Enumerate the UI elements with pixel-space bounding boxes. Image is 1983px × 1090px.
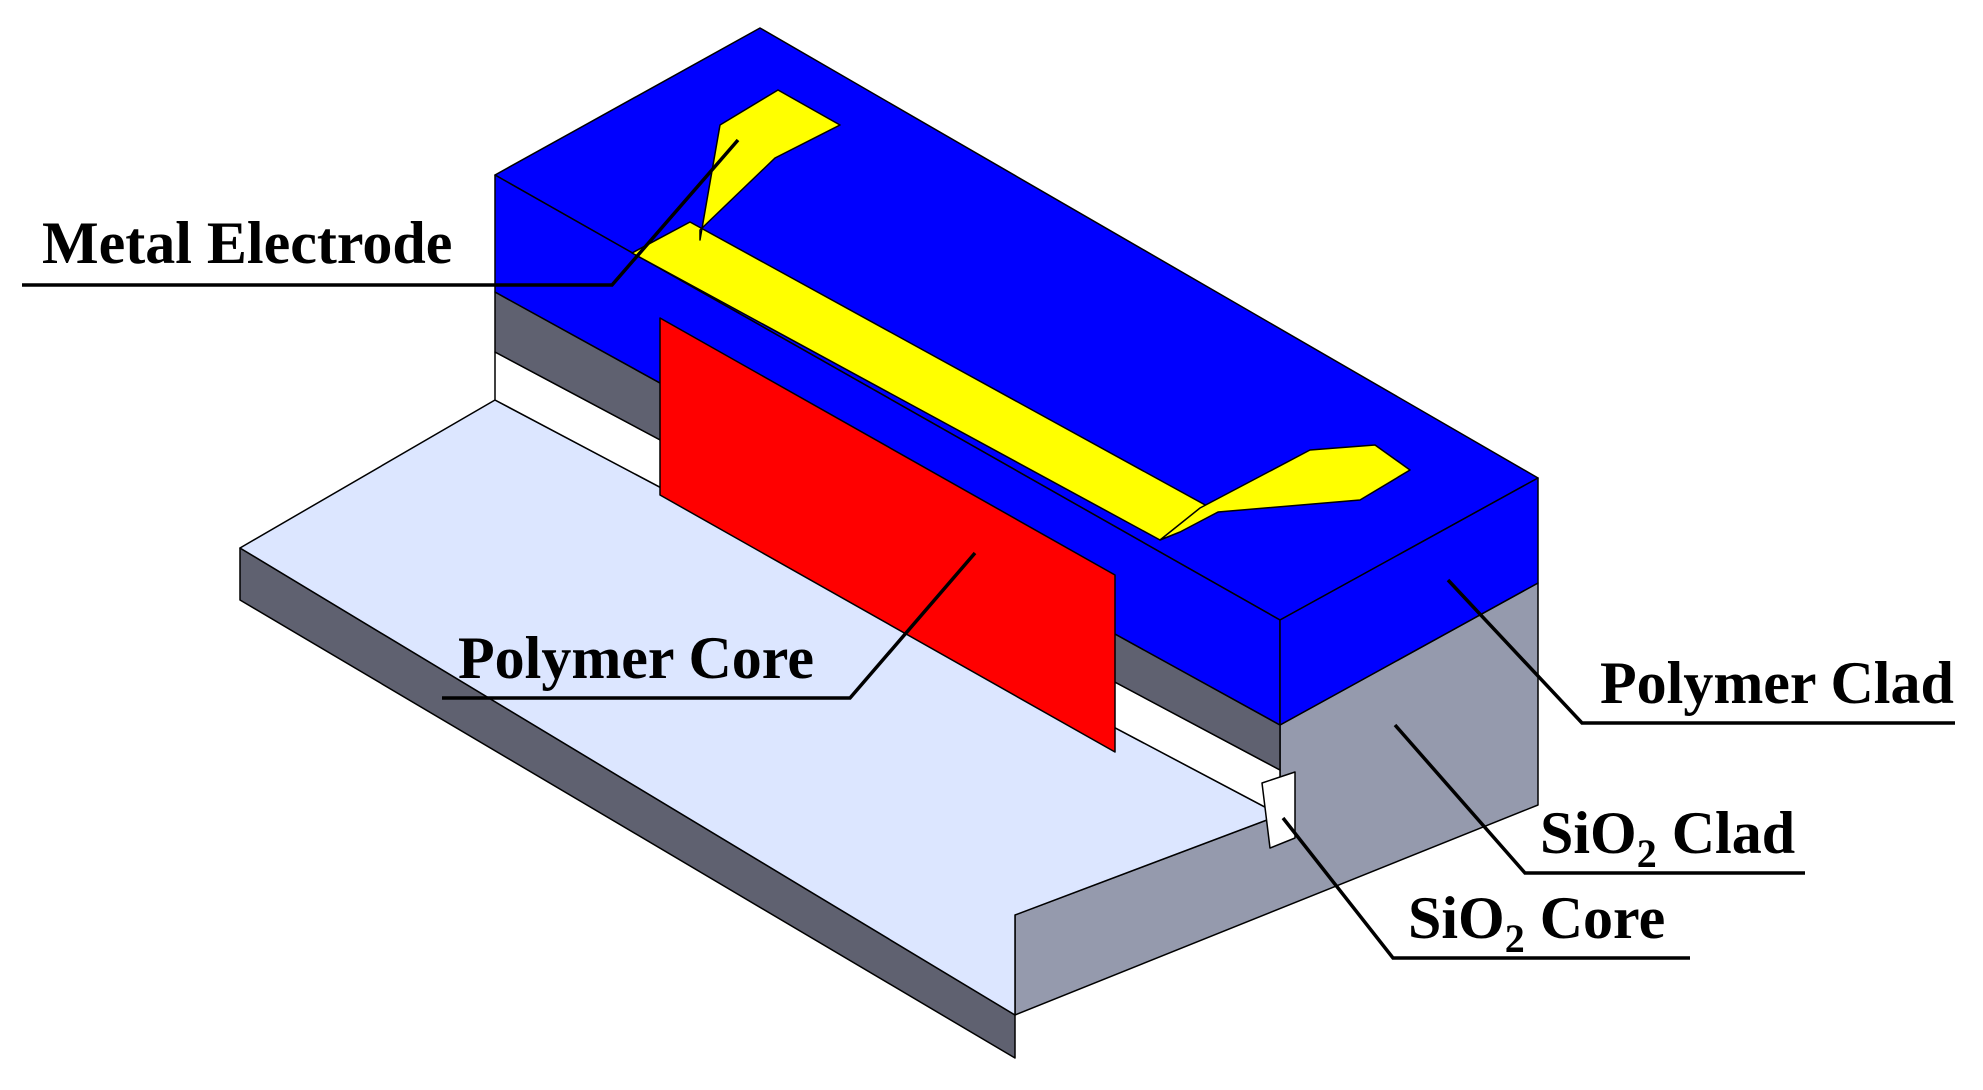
sio2-core-end-face [1261, 771, 1296, 849]
label-sio2-core: SiO2 Core [1408, 885, 1665, 961]
metal-electrode-pad-top [699, 89, 841, 241]
leader-sio2-clad [1393, 723, 1805, 875]
label-metal-electrode: Metal Electrode [42, 210, 452, 276]
leader-sio2-core [1281, 816, 1690, 960]
leader-lines [22, 138, 1955, 960]
label-polymer-clad: Polymer Clad [1600, 650, 1954, 716]
sio2-clad-top-face [239, 399, 1281, 1016]
label-sio2-clad: SiO2 Clad [1540, 800, 1795, 876]
metal-electrode [631, 89, 1411, 541]
polymer-core-panel [659, 317, 1116, 753]
metal-electrode-pad-bottom [1159, 444, 1411, 541]
leader-polymer-core [442, 551, 977, 700]
polymer-clad-right-face [1279, 477, 1539, 726]
label-polymer-core: Polymer Core [458, 625, 814, 691]
leader-metal-electrode [22, 138, 740, 287]
sio2-clad-layer [239, 399, 1539, 1059]
leader-polymer-clad [1446, 578, 1955, 725]
